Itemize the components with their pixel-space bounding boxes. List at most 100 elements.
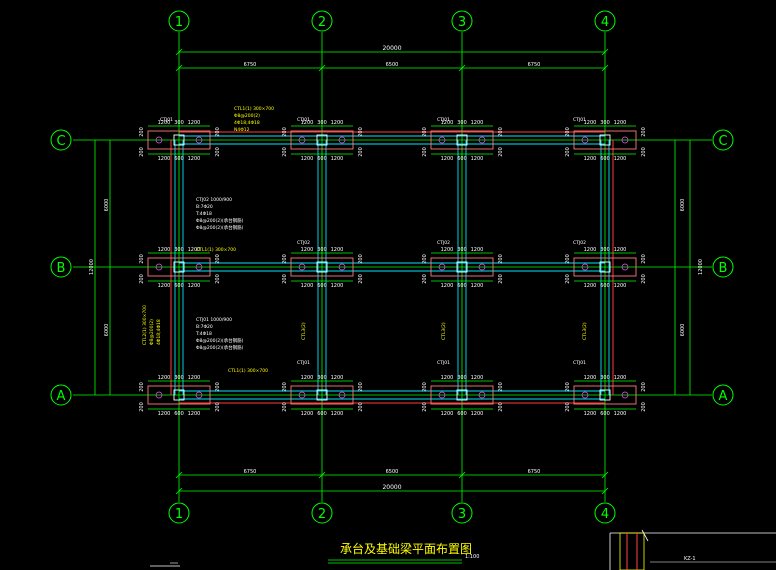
cap-dim-top-mid-b3: 300 <box>457 247 467 253</box>
note-ctj01-3: T:4Φ18 <box>195 331 212 337</box>
bottom-dimensions: 6750 6500 6750 20000 <box>175 469 609 495</box>
cap-dim-top-mid-a3: 300 <box>457 375 467 381</box>
cap-dim-top-right-a3: 1200 <box>471 375 484 381</box>
cap-dim-top-right-a1: 1200 <box>188 375 201 381</box>
vbeam-label-2: CTL3(2) <box>301 322 307 340</box>
column-c1 <box>173 134 185 146</box>
cap-dim-side-right-bottom-b1: 200 <box>215 274 221 284</box>
detail-fragment: KZ-1 <box>609 529 776 570</box>
cap-dim-side-right-bottom-c3: 200 <box>498 147 504 157</box>
cap-label-c3: CTJ01 <box>437 117 450 123</box>
cap-dim-side-right-top-c4: 200 <box>641 127 647 137</box>
cap-dim-bottom-right-a2: 1200 <box>331 411 344 417</box>
dim-bay-top-1: 6750 <box>244 62 257 68</box>
cap-dim-bottom-left-b4: 1200 <box>584 283 597 289</box>
cap-dim-bottom-right-b1: 1200 <box>188 283 201 289</box>
cap-dim-bottom-left-b2: 1200 <box>301 283 314 289</box>
dim-side-total-right: 12000 <box>698 259 704 275</box>
axis-bubble-left-b <box>50 256 72 278</box>
cap-label-c1: CTJ01 <box>160 117 173 123</box>
column-a2 <box>316 389 328 401</box>
pile-right-a2 <box>338 391 346 399</box>
cap-dim-bottom-right-c1: 1200 <box>188 156 201 162</box>
dim-side-span-left-1: 6000 <box>104 199 110 212</box>
cap-dim-side-left-bottom-b4: 200 <box>565 274 571 284</box>
cap-dim-side-left-top-a3: 200 <box>422 382 428 392</box>
beam-label-top-b: 4Φ18;4Φ18 <box>234 120 260 126</box>
cap-label-c2: CTJ01 <box>297 117 310 123</box>
dim-side-span-right-1: 6000 <box>680 199 686 212</box>
cap-dim-side-left-bottom-b1: 200 <box>139 274 145 284</box>
axis-label-bottom-3: 3 <box>458 507 466 522</box>
axis-label-top-4: 4 <box>601 15 609 30</box>
vbeam-label-1a: Φ8@200(2) <box>149 319 155 345</box>
dim-side-span-right-2: 6000 <box>680 324 686 337</box>
note-ctj01-4: Φ8@200(2)(承台钢筋) <box>196 337 244 344</box>
pile-cap-c3 <box>430 130 494 150</box>
axis-bubble-top-3 <box>451 10 473 32</box>
title-block: 承台及基础梁平面布置图 1:100 <box>328 541 479 564</box>
pile-right-c1 <box>195 136 203 144</box>
cap-dim-top-left-c1: 1200 <box>158 120 171 126</box>
cap-dim-side-left-bottom-b2: 200 <box>282 274 288 284</box>
cap-dim-bottom-left-c1: 1200 <box>158 156 171 162</box>
cap-dim-bottom-right-c3: 1200 <box>471 156 484 162</box>
cap-label-c4: CTJ01 <box>573 117 586 123</box>
cap-dim-bottom-right-a1: 1200 <box>188 411 201 417</box>
pile-left-a1 <box>155 391 163 399</box>
cap-dim-top-mid-c4: 300 <box>600 120 610 126</box>
cap-dim-bottom-left-b1: 1200 <box>158 283 171 289</box>
dim-overall-bottom: 20000 <box>382 484 401 491</box>
axis-bubble-right-c <box>712 129 734 151</box>
column-a4 <box>599 389 611 401</box>
pile-right-a4 <box>621 391 629 399</box>
axis-label-right-a: A <box>719 389 728 404</box>
axis-bubble-bottom-3 <box>451 502 473 524</box>
vbeam-label-3: CTL3(2) <box>441 322 447 340</box>
cap-dim-side-left-bottom-c4: 200 <box>565 147 571 157</box>
pile-left-c4 <box>581 136 589 144</box>
cap-dim-bottom-mid-a2: 600 <box>317 411 327 417</box>
cap-label-b4: CTJ02 <box>573 240 586 246</box>
cap-dim-bottom-right-b4: 1200 <box>614 283 627 289</box>
cap-dim-bottom-mid-a4: 600 <box>600 411 610 417</box>
cap-dim-side-right-bottom-b2: 200 <box>358 274 364 284</box>
cap-dim-side-left-bottom-c2: 200 <box>282 147 288 157</box>
cap-dim-side-right-bottom-b4: 200 <box>641 274 647 284</box>
cap-dim-bottom-mid-a1: 600 <box>174 411 184 417</box>
cap-label-a2: CTJ01 <box>297 360 310 366</box>
cap-dim-top-right-b1: 1200 <box>188 247 201 253</box>
pile-right-b3 <box>478 263 486 271</box>
cap-dim-top-right-a2: 1200 <box>331 375 344 381</box>
pile-left-b1 <box>155 263 163 271</box>
cap-dim-top-left-a3: 1200 <box>441 375 454 381</box>
axis-label-right-c: C <box>718 134 727 149</box>
cap-dim-bottom-mid-b4: 600 <box>600 283 610 289</box>
pile-cap-c1 <box>147 130 211 150</box>
cap-dim-top-mid-b4: 300 <box>600 247 610 253</box>
column-b1 <box>173 261 185 273</box>
drawing-title: 承台及基础梁平面布置图 <box>340 541 472 556</box>
pile-left-a4 <box>581 391 589 399</box>
axis-bubble-bottom-1 <box>168 502 190 524</box>
pile-left-c2 <box>298 136 306 144</box>
note-ctj02-1: CTJ02 1000/900 <box>196 197 232 203</box>
cap-dim-side-left-top-c2: 200 <box>282 127 288 137</box>
cap-dim-side-left-bottom-a3: 200 <box>422 402 428 412</box>
pile-left-c3 <box>438 136 446 144</box>
cap-dim-bottom-left-c4: 1200 <box>584 156 597 162</box>
cap-dim-side-left-top-b1: 200 <box>139 254 145 264</box>
dim-side-span-left-2: 6000 <box>104 324 110 337</box>
cap-dim-top-left-c2: 1200 <box>301 120 314 126</box>
cap-dim-top-right-c1: 1200 <box>188 120 201 126</box>
vbeam-label-1: CTL2(1) 300×700 <box>142 305 148 345</box>
cap-dim-side-left-top-c1: 200 <box>139 127 145 137</box>
axis-label-right-b: B <box>719 261 728 276</box>
cap-dim-bottom-mid-c3: 600 <box>457 156 467 162</box>
pile-right-c4 <box>621 136 629 144</box>
cap-dim-side-right-bottom-b3: 200 <box>498 274 504 284</box>
cap-dim-side-right-bottom-c4: 200 <box>641 147 647 157</box>
pile-cap-b3 <box>430 257 494 277</box>
beam-label-top: CTL1(1) 300×700 <box>234 106 274 112</box>
axis-bubble-top-2 <box>311 10 333 32</box>
